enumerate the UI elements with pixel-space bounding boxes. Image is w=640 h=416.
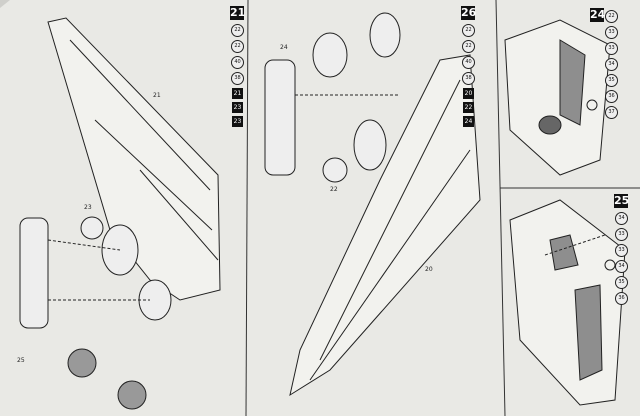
seq-chip: 22 — [462, 40, 475, 53]
seq-chip: 35 — [615, 276, 628, 289]
step-25-sequence: 34 33 33 34 35 36 — [615, 212, 628, 305]
step-21-sequence: 22 22 40 38 21 23 23 — [231, 24, 244, 127]
seq-chip: 22 — [605, 10, 618, 23]
seq-chip: 22 — [231, 24, 244, 37]
step-26-sequence: 22 22 40 38 20 22 24 — [462, 24, 475, 127]
seq-chip: 35 — [605, 74, 618, 87]
part-label-nacelle-b: 23 — [84, 204, 92, 211]
seq-chip: 40 — [231, 56, 244, 69]
seq-chip: 34 — [615, 260, 628, 273]
seq-box: 21 — [232, 88, 243, 99]
center-nacelle-parts — [264, 12, 401, 183]
seq-chip: 33 — [605, 26, 618, 39]
gear-bay-bottom — [509, 199, 626, 406]
step-24-number: 24 — [590, 8, 606, 22]
step-26-number: 26 — [461, 6, 477, 20]
seq-chip: 40 — [462, 56, 475, 69]
gear-bay-top — [504, 19, 611, 176]
seq-box: 24 — [463, 116, 474, 127]
seq-chip: 36 — [605, 90, 618, 103]
step-25-number: 25 — [614, 194, 630, 208]
seq-box: 22 — [463, 102, 474, 113]
part-label-wing-right: 20 — [425, 266, 433, 273]
seq-chip: 22 — [231, 40, 244, 53]
seq-chip: 38 — [462, 72, 475, 85]
seq-chip: 34 — [605, 58, 618, 71]
part-label-nacelle-a: 22 — [330, 186, 338, 193]
seq-box: 20 — [463, 88, 474, 99]
part-label-gear-bay-a: 25 — [17, 357, 25, 364]
seq-box: 23 — [232, 102, 243, 113]
seq-chip: 33 — [615, 244, 628, 257]
step-21-number: 21 — [230, 6, 246, 20]
seq-chip: 36 — [615, 292, 628, 305]
seq-chip: 34 — [615, 212, 628, 225]
seq-box: 23 — [232, 116, 243, 127]
seq-chip: 22 — [462, 24, 475, 37]
part-label-wing-left: 21 — [153, 92, 161, 99]
left-nacelle-parts — [19, 216, 172, 410]
part-label-gear-bay-b: 24 — [280, 44, 288, 51]
step-24-sequence: 22 33 33 34 35 36 37 — [605, 10, 618, 119]
seq-chip: 33 — [605, 42, 618, 55]
seq-chip: 38 — [231, 72, 244, 85]
seq-chip: 33 — [615, 228, 628, 241]
seq-chip: 37 — [605, 106, 618, 119]
